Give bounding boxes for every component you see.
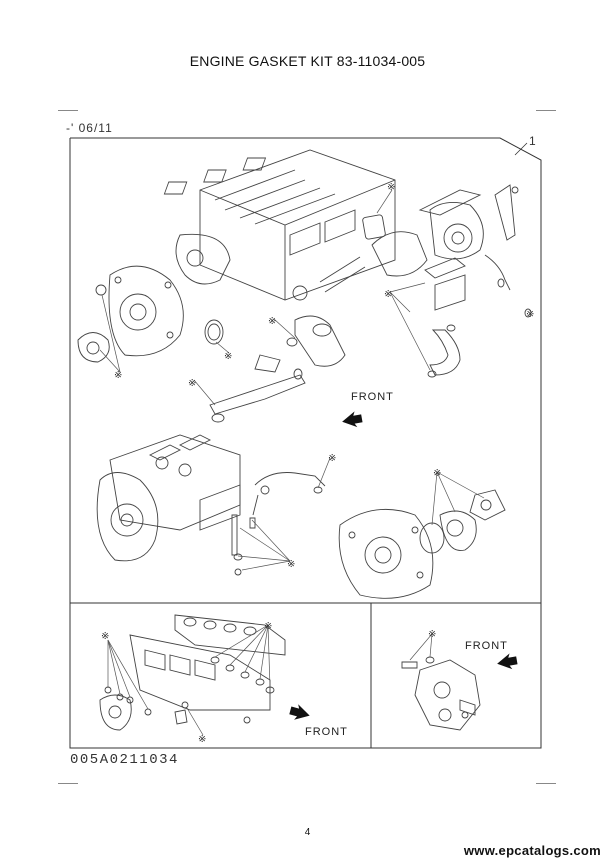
gasket-mark: ※ [328,453,336,464]
front-label: FRONT [465,640,508,652]
engine-block-side-drawing [96,434,241,562]
figure-code: 005A0211034 [70,752,179,768]
front-arrow [289,704,310,720]
gasket-mark: ※ [198,734,206,745]
crop-mark [536,783,556,784]
turbocharger-drawing [371,184,532,378]
gasket-mark: ※ [224,351,232,362]
gasket-mark: ※ [188,378,196,389]
front-label: FRONT [305,726,348,738]
page-number: 4 [304,827,311,838]
gasket-mark: ※ [268,316,276,327]
intake-manifold-gasket-drawing [99,614,286,731]
gasket-mark: ※ [526,309,534,320]
front-arrow [497,653,518,670]
gasket-mark: ※ [428,629,436,640]
website-link[interactable]: www.epcatalogs.com [463,843,601,858]
gasket-mark: ※ [101,631,109,642]
item-number: 1 [529,134,536,148]
crop-mark [58,783,78,784]
crop-mark [58,110,78,111]
gasket-mark: ※ [287,559,295,570]
gasket-mark: ※ [387,182,395,193]
gasket-mark: ※ [433,468,441,479]
crop-mark [536,110,556,111]
flywheel-housing-drawing [108,265,184,357]
gasket-mark: ※ [114,370,122,381]
date-label: -' 06/11 [66,121,113,135]
page-title: ENGINE GASKET KIT 83-11034-005 [189,53,426,69]
gasket-mark: ※ [264,621,272,632]
fuel-injection-pump-drawing [401,656,481,731]
flywheel-housing-lower-drawing [338,489,506,599]
engine-block-drawing [163,149,396,301]
front-label: FRONT [351,391,394,403]
front-arrow [342,411,363,428]
gasket-mark: ※ [384,289,392,300]
